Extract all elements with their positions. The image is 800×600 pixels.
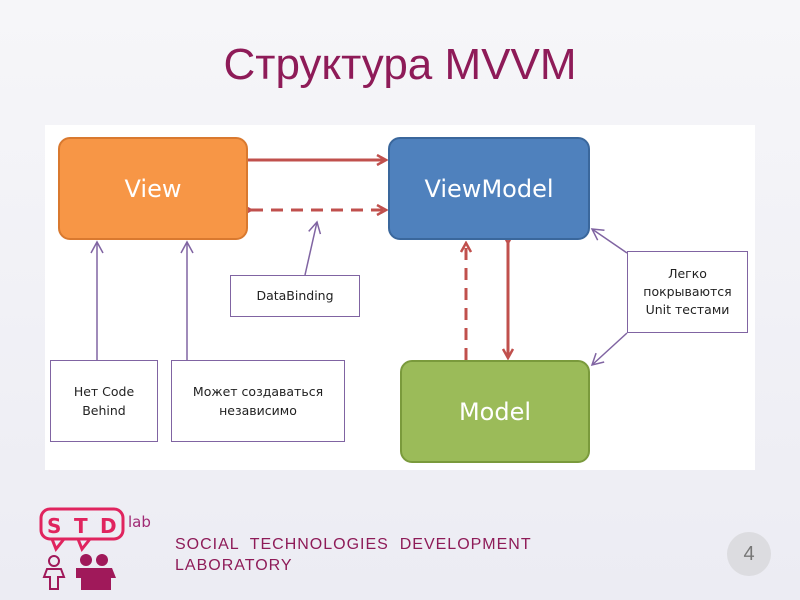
view-label: View [124,174,182,203]
organization-name: SOCIAL TECHNOLOGIES DEVELOPMENT LABORATO… [175,534,532,576]
note-line: Unit тестами [645,302,730,318]
note-line: независимо [219,403,297,418]
note-line: Может создаваться [192,383,324,399]
note-line: покрываются [643,283,732,299]
org-line-2: LABORATORY [175,557,293,574]
viewmodel-node: ViewModel [388,137,590,240]
note-line: Behind [82,403,126,418]
viewmodel-label: ViewModel [424,174,554,203]
std-lab-logo: S T D lab [39,507,151,590]
svg-text:S: S [47,514,61,538]
view-node: View [58,137,248,240]
svg-text:T: T [74,514,88,538]
note-line: Легко [668,265,707,281]
callout-databinding [304,220,322,276]
independent-note: Может создаваться независимо [171,360,345,442]
callout-testable-model [590,332,628,367]
page-number: 4 [727,532,771,576]
model-label: Model [458,397,532,426]
org-line-1: SOCIAL TECHNOLOGIES DEVELOPMENT [175,536,532,553]
callout-testable-viewmodel [590,228,628,254]
mvvm-diagram: View ViewModel Model DataBinding Нет Cod… [45,125,755,470]
model-node: Model [400,360,590,463]
svg-text:D: D [100,514,117,538]
svg-text:lab: lab [128,513,151,531]
diagram-connectors [90,125,628,367]
databinding-text: DataBinding [256,288,334,304]
slide-title: Структура MVVM [223,40,577,89]
databinding-note: DataBinding [230,275,360,317]
note-line: Нет Code [73,383,135,399]
